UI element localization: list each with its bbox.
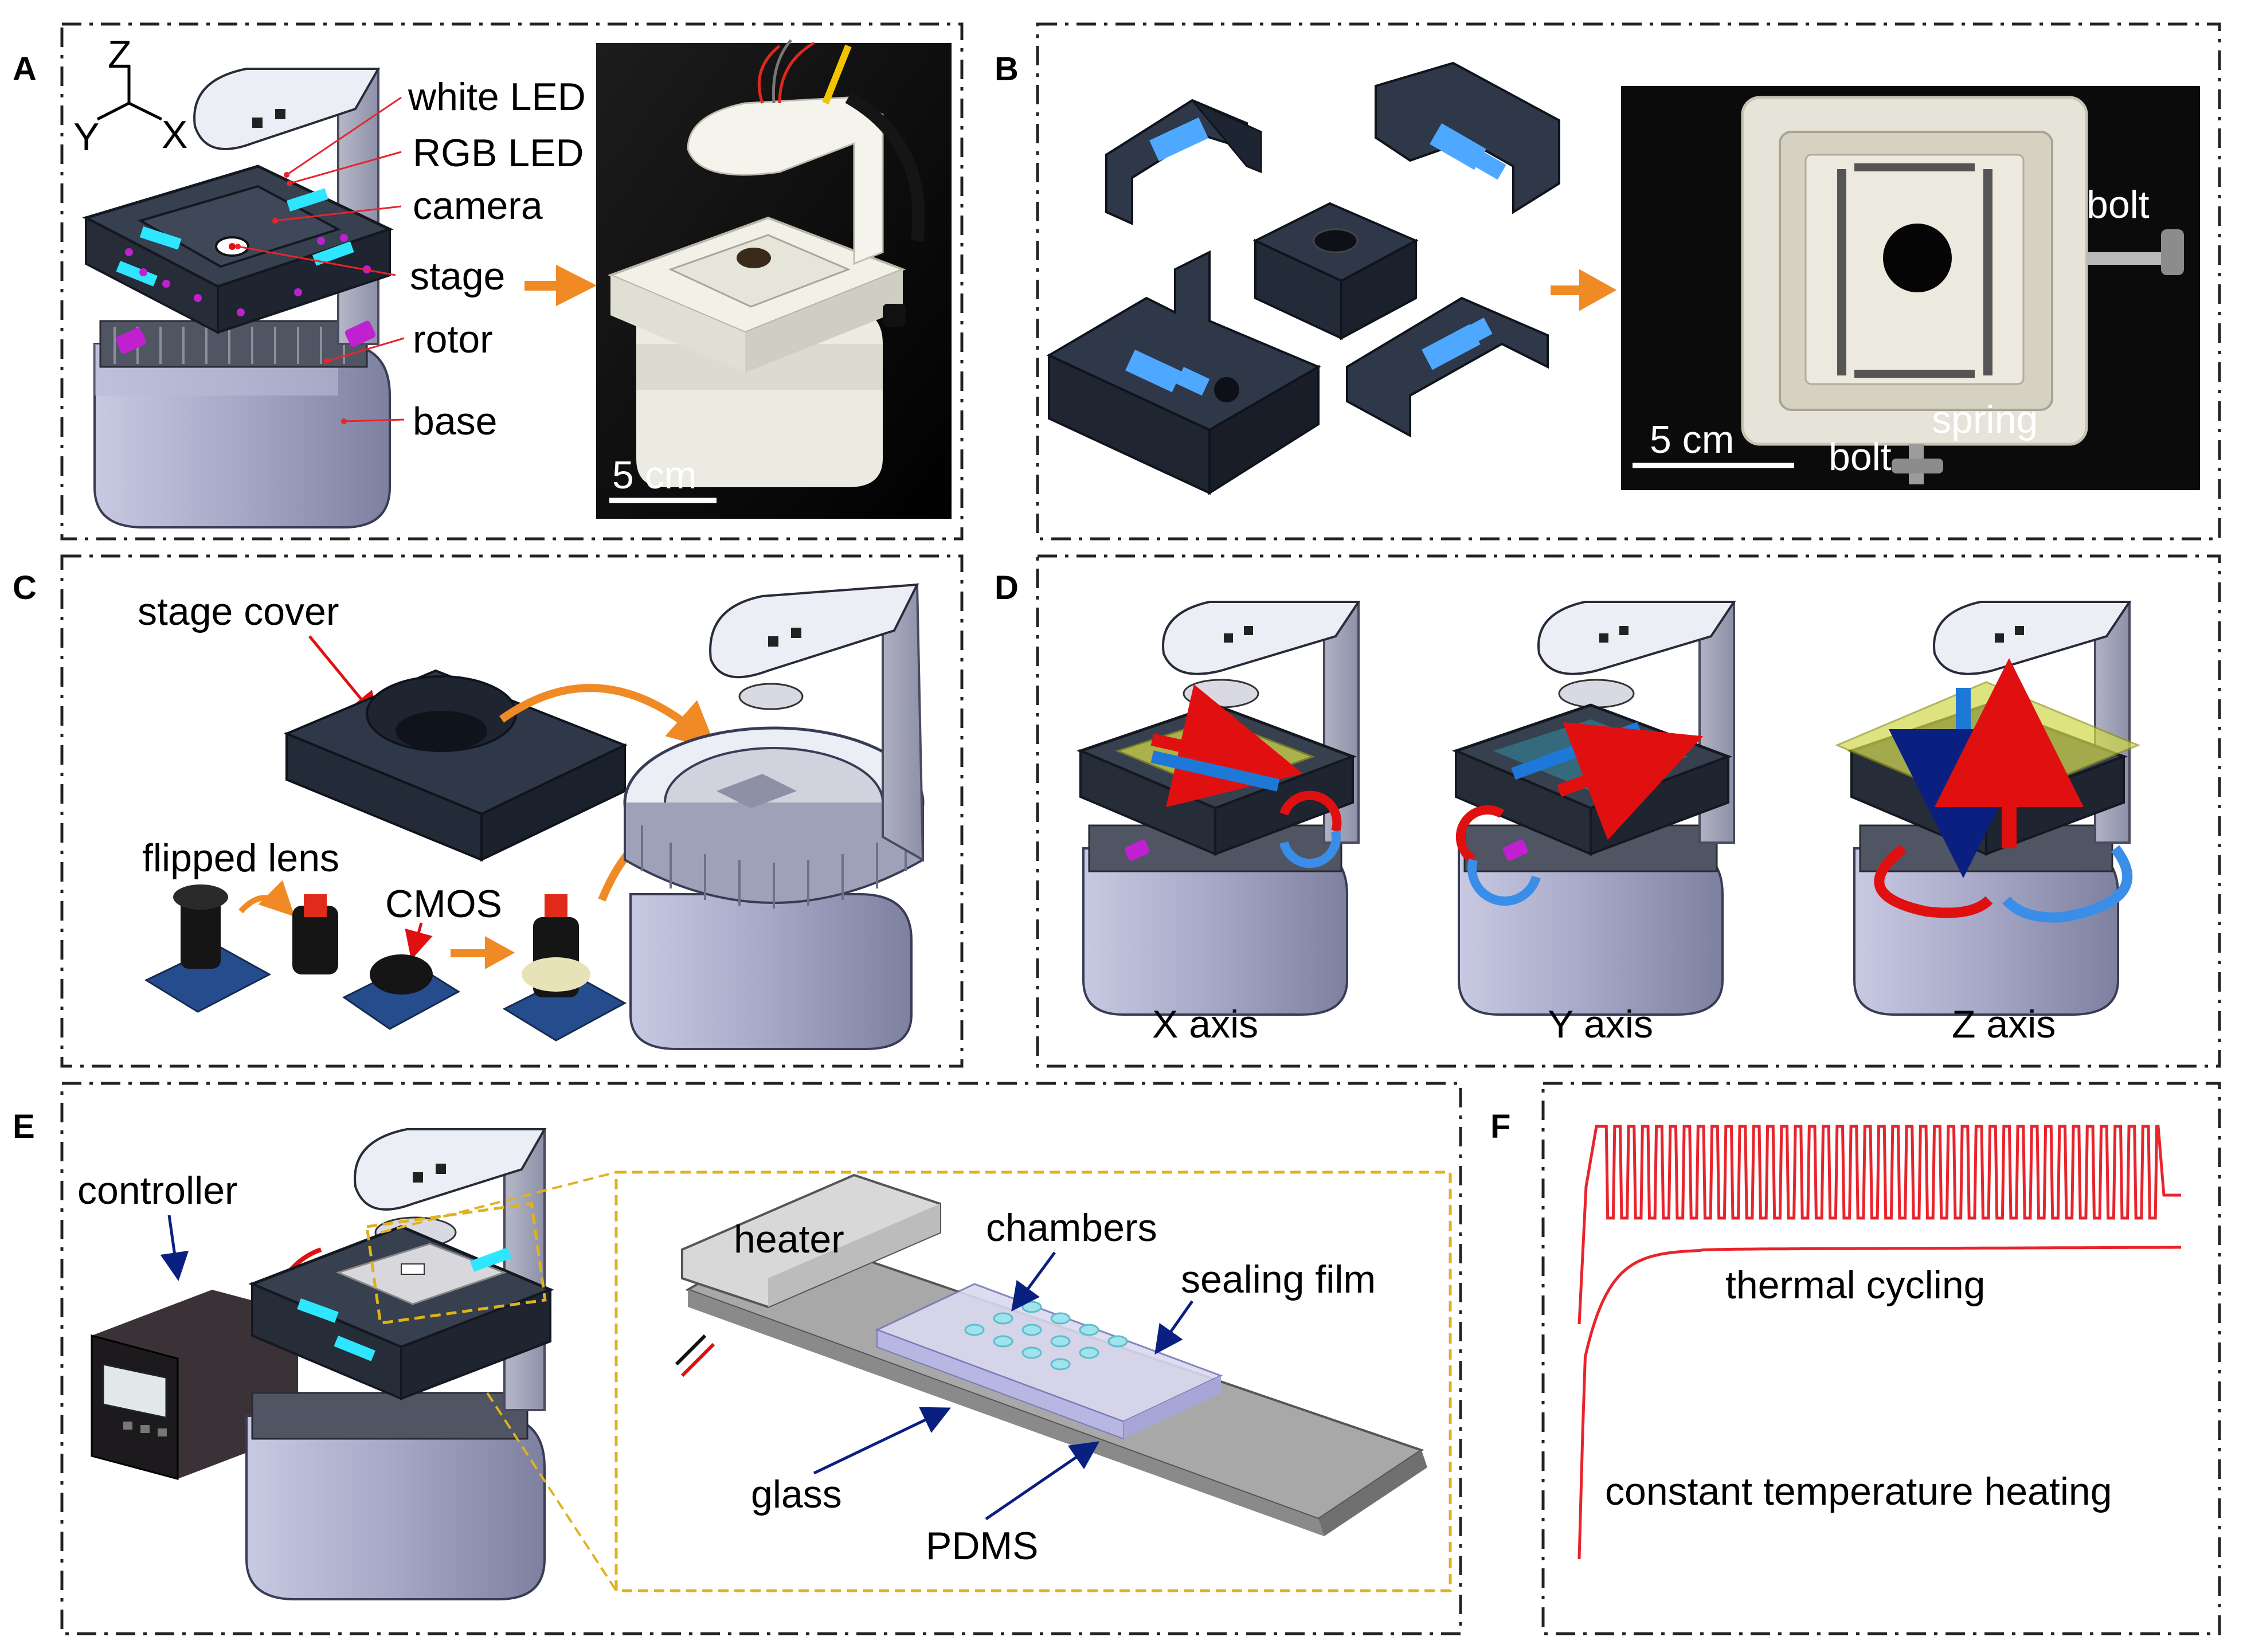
callout-controller: controller bbox=[77, 1169, 238, 1212]
panel-c-frame bbox=[60, 554, 964, 1068]
panel-letter-f: F bbox=[1490, 1108, 1510, 1145]
callout-bolt-right: bolt bbox=[2086, 183, 2150, 226]
arrow-a bbox=[524, 264, 597, 307]
arrow-b bbox=[1551, 269, 1617, 311]
callout-base: base bbox=[413, 400, 497, 443]
callout-rgb-led: RGB LED bbox=[413, 131, 584, 175]
callout-cmos: CMOS bbox=[385, 882, 502, 926]
camera-board-2 bbox=[342, 954, 460, 1030]
label-thermal-cycling: thermal cycling bbox=[1725, 1263, 1986, 1307]
microscope-model-d3 bbox=[1835, 601, 2140, 1016]
zoom-inset-box bbox=[614, 1171, 1452, 1592]
panel-letter-a: A bbox=[13, 50, 37, 88]
axis-label-y: Y axis bbox=[1548, 1003, 1653, 1046]
panel-letter-e: E bbox=[13, 1108, 35, 1145]
microscope-model-c bbox=[623, 583, 925, 1050]
callout-rotor: rotor bbox=[413, 318, 493, 361]
panel-d: X axis Y axis Z axis bbox=[1076, 601, 2140, 1046]
callout-sealing-film: sealing film bbox=[1181, 1258, 1376, 1301]
panel-c: stage cover flipped lens CMOS bbox=[138, 583, 925, 1050]
scale-label-b: 5 cm bbox=[1650, 418, 1734, 461]
panel-d-frame bbox=[1036, 554, 2221, 1068]
photo-b bbox=[1621, 86, 2200, 490]
panel-b: 5 cm bolt spring bolt bbox=[1046, 61, 2200, 495]
axis-z-label: Z bbox=[108, 33, 132, 76]
callout-stage-cover: stage cover bbox=[138, 590, 339, 633]
callout-flipped-lens: flipped lens bbox=[142, 836, 339, 880]
exploded-frame-tr bbox=[1375, 61, 1560, 214]
curve-thermal-cycling bbox=[1577, 1125, 2181, 1325]
callout-chambers: chambers bbox=[986, 1206, 1157, 1250]
flipped-lens-part bbox=[292, 894, 338, 974]
microscope-model-d2 bbox=[1452, 601, 1736, 1016]
exploded-center-block bbox=[1252, 202, 1419, 340]
arrow-c-cover bbox=[499, 684, 717, 750]
exploded-frame-bl bbox=[1046, 250, 1321, 495]
panel-letter-b: B bbox=[995, 50, 1019, 88]
axis-y-label: Y bbox=[73, 115, 99, 159]
callout-camera: camera bbox=[413, 184, 543, 228]
microscope-model-d1 bbox=[1076, 601, 1361, 1016]
exploded-frame-tl bbox=[1105, 99, 1262, 226]
panel-letter-d: D bbox=[995, 569, 1019, 606]
axis-x-label: X bbox=[162, 113, 187, 156]
leader-lines-a bbox=[237, 96, 405, 422]
scale-label-a: 5 cm bbox=[612, 453, 696, 497]
stage-cover-model bbox=[283, 669, 628, 862]
axis-label-z: Z axis bbox=[1952, 1003, 2056, 1046]
microscope-model-e bbox=[245, 1128, 554, 1600]
microscope-model-a bbox=[82, 68, 394, 529]
panel-f-frame bbox=[1541, 1082, 2221, 1635]
callout-bolt-bottom: bolt bbox=[1829, 435, 1892, 479]
label-constant-heating: constant temperature heating bbox=[1605, 1470, 2112, 1513]
exploded-frame-br bbox=[1346, 296, 1549, 438]
callout-glass: glass bbox=[751, 1473, 842, 1516]
photo-a bbox=[596, 39, 952, 519]
inset-chip bbox=[675, 1173, 1427, 1536]
panel-letter-c: C bbox=[13, 569, 37, 606]
panel-f: thermal cycling constant temperature hea… bbox=[1577, 1125, 2181, 1560]
axis-triad bbox=[96, 66, 163, 121]
axis-label-x: X axis bbox=[1152, 1003, 1258, 1046]
panel-frames bbox=[60, 22, 2221, 1635]
callout-white-led: white LED bbox=[408, 75, 586, 119]
callout-heater: heater bbox=[734, 1218, 844, 1261]
panel-e: controller bbox=[77, 1128, 1452, 1600]
panel-a: Z Y X bbox=[73, 33, 952, 529]
callout-stage: stage bbox=[410, 255, 505, 298]
camera-board-3 bbox=[502, 894, 627, 1042]
callout-spring: spring bbox=[1932, 398, 2038, 441]
panel-b-frame bbox=[1036, 22, 2221, 541]
camera-board-1 bbox=[144, 884, 272, 1013]
callout-pdms: PDMS bbox=[926, 1524, 1038, 1568]
curve-constant-heating bbox=[1577, 1246, 2181, 1560]
